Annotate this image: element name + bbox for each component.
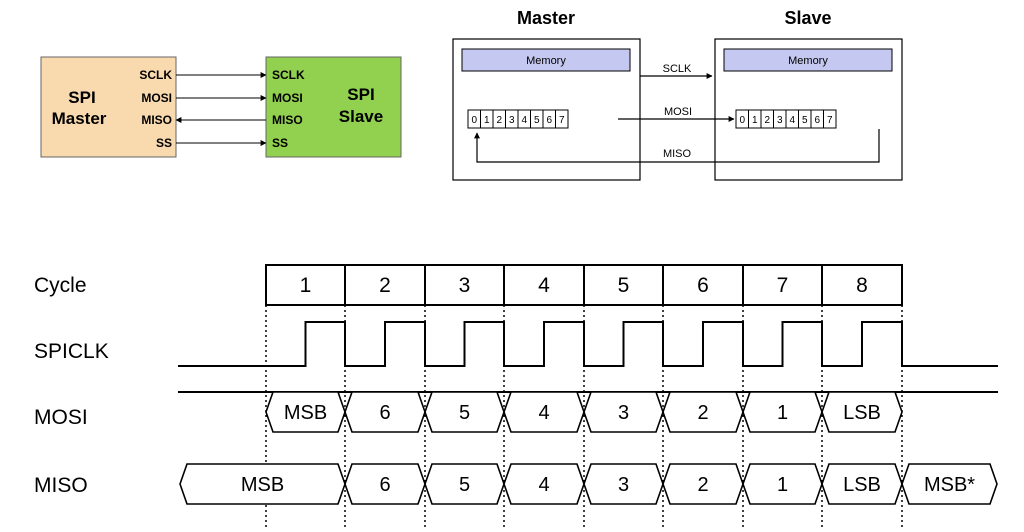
- cycle-number: 5: [618, 274, 630, 297]
- slave-bit-label: 2: [764, 115, 770, 126]
- spi-master-label-line2: Master: [52, 109, 107, 128]
- cycle-box: [503, 264, 585, 306]
- mosi-value: 2: [697, 402, 708, 424]
- cycle-number: 1: [300, 274, 312, 297]
- mosi-bus: MSB 6 5 4 3 2 1 LSB: [265, 391, 903, 433]
- spi-slave-label-line2: Slave: [339, 107, 383, 126]
- master-pin-label-ss: SS: [156, 136, 172, 150]
- cycle-box: [662, 264, 744, 306]
- master-bit-label: 0: [471, 115, 477, 126]
- slave-bit-label: 6: [814, 115, 820, 126]
- master-bit-label: 2: [496, 115, 502, 126]
- row-label-spiclk: SPICLK: [34, 340, 109, 363]
- master-pin-label-sclk: SCLK: [139, 68, 172, 82]
- miso-return-label: MISO: [663, 148, 692, 160]
- miso-value: 4: [538, 474, 549, 496]
- mosi-value: 5: [459, 402, 470, 424]
- master-pin-label-miso: MISO: [141, 113, 172, 127]
- miso-value: 5: [459, 474, 470, 496]
- miso-value: 3: [618, 474, 629, 496]
- block-signal-lines: SCLK SCLK MOSI MOSI MISO MISO SS SS: [139, 68, 305, 150]
- cycle-number: 4: [538, 274, 550, 297]
- mosi-value: 3: [618, 402, 629, 424]
- cycle-number: 8: [856, 274, 868, 297]
- spi-slave-label-line1: SPI: [347, 85, 374, 104]
- master-bit-label: 1: [484, 115, 490, 126]
- master-pin-label-mosi: MOSI: [141, 91, 172, 105]
- sclk-arrow-label: SCLK: [663, 63, 692, 75]
- cycle-box: [265, 264, 346, 306]
- master-bit-label: 7: [559, 115, 565, 126]
- mosi-value: LSB: [843, 402, 881, 424]
- slave-bit-cell: [823, 109, 837, 129]
- master-bit-label: 5: [534, 115, 540, 126]
- spiclk-waveform: [178, 321, 998, 367]
- row-label-miso: MISO: [34, 474, 88, 497]
- row-label-mosi: MOSI: [34, 406, 88, 429]
- cycle-number: 7: [777, 274, 789, 297]
- cycle-number: 2: [379, 274, 391, 297]
- cycle-box: [821, 264, 903, 306]
- cycle-box: [344, 264, 426, 306]
- master-bit-label: 3: [509, 115, 515, 126]
- cycle-number: 6: [697, 274, 709, 297]
- cycle-number: 3: [459, 274, 471, 297]
- miso-value: 2: [697, 474, 708, 496]
- miso-value: 6: [379, 474, 390, 496]
- slave-pin-label-mosi: MOSI: [272, 91, 303, 105]
- slave-bit-label: 3: [777, 115, 783, 126]
- miso-return-path: [474, 129, 880, 163]
- mosi-value: 1: [777, 402, 788, 424]
- slave-bit-label: 1: [752, 115, 758, 126]
- slave-title: Slave: [784, 8, 831, 28]
- slave-pin-label-miso: MISO: [272, 113, 303, 127]
- slave-memory-label: Memory: [788, 55, 828, 67]
- slave-pin-label-ss: SS: [272, 136, 288, 150]
- miso-value: LSB: [843, 474, 881, 496]
- slave-bit-label: 7: [827, 115, 833, 126]
- mosi-arrow-label: MOSI: [664, 106, 692, 118]
- miso-value: MSB*: [924, 474, 975, 496]
- slave-memory: [723, 48, 893, 72]
- slave-bit-label: 0: [739, 115, 745, 126]
- cycle-box: [424, 264, 505, 306]
- master-bit-cell: [555, 109, 569, 129]
- mosi-value: 4: [538, 402, 549, 424]
- master-memory-label: Memory: [526, 55, 566, 67]
- slave-bit-label: 4: [789, 115, 795, 126]
- spi-master-block: [40, 56, 177, 158]
- miso-bus: MSB 6 5 4 3 2 1 LSB MSB*: [179, 463, 998, 505]
- master-title: Master: [517, 8, 575, 28]
- miso-value: 1: [777, 474, 788, 496]
- master-bit-label: 4: [521, 115, 527, 126]
- miso-cell: [901, 463, 998, 505]
- spi-slave-block: [265, 56, 402, 158]
- mosi-value: MSB: [284, 402, 327, 424]
- slave-bit-label: 5: [802, 115, 808, 126]
- row-label-cycle: Cycle: [34, 274, 87, 297]
- master-bit-label: 6: [546, 115, 552, 126]
- slave-pin-label-sclk: SCLK: [272, 68, 305, 82]
- spi-master-label-line1: SPI: [68, 88, 95, 107]
- cycle-header: 1 2 3 4 5 6 7 8: [265, 264, 903, 306]
- master-memory: [461, 48, 631, 72]
- mosi-cell: [821, 391, 903, 433]
- block-diagram: SPI Master SPI Slave SCLK SCLK MOSI MOSI MIS…: [40, 56, 402, 158]
- miso-value: MSB: [241, 474, 284, 496]
- mosi-value: 6: [379, 402, 390, 424]
- timing-diagram: Cycle SPICLK MOSI MISO 1 2 3 4 5 6 7 8 MSB 6 5 4 3 2…: [34, 264, 998, 530]
